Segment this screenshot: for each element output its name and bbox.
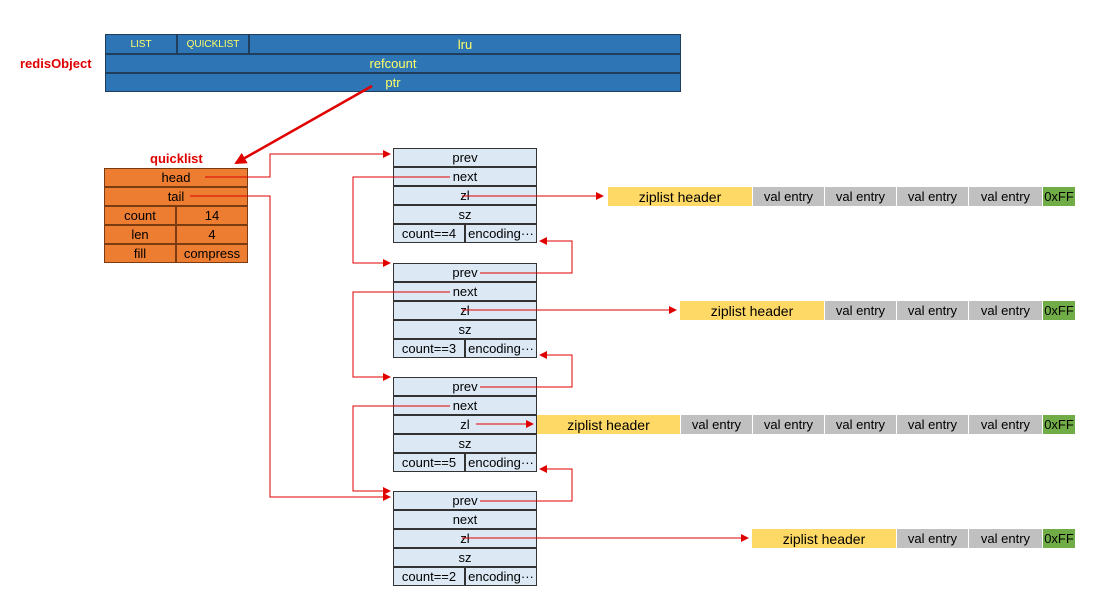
node-prev: prev	[393, 377, 537, 396]
quicklist-count-value: 14	[176, 206, 248, 225]
redis-object-label: redisObject	[20, 56, 92, 71]
quicklist-compress-value: compress	[176, 244, 248, 263]
node-count: count==4	[393, 224, 465, 243]
redis-object-refcount: refcount	[105, 54, 681, 73]
ziplist-end: 0xFF	[1042, 187, 1075, 206]
ziplist-header: ziplist header	[680, 301, 824, 320]
quicklist-head: head	[104, 168, 248, 187]
redis-object-lru: lru	[249, 34, 681, 54]
ziplist-end: 0xFF	[1042, 415, 1075, 434]
redis-object-encoding: QUICKLIST	[177, 34, 249, 54]
ziplist-entry: val entry	[968, 529, 1042, 548]
node-next: next	[393, 167, 537, 186]
node-zl: zl	[393, 186, 537, 205]
ziplist-entry: val entry	[752, 415, 824, 434]
ziplist-header: ziplist header	[537, 415, 680, 434]
node-encoding: encoding···	[465, 339, 537, 358]
quicklist-count-key: count	[104, 206, 176, 225]
ziplist-end: 0xFF	[1042, 301, 1075, 320]
quicklist-tail: tail	[104, 187, 248, 206]
redis-object-ptr: ptr	[105, 73, 681, 92]
ziplist-entry: val entry	[896, 415, 968, 434]
node-sz: sz	[393, 205, 537, 224]
ziplist-entry: val entry	[896, 529, 968, 548]
quicklist-fill-key: fill	[104, 244, 176, 263]
node-sz: sz	[393, 320, 537, 339]
node-count: count==3	[393, 339, 465, 358]
ziplist-entry: val entry	[680, 415, 752, 434]
ziplist-entry: val entry	[824, 187, 896, 206]
ziplist-entry: val entry	[752, 187, 824, 206]
ziplist-header: ziplist header	[608, 187, 752, 206]
node-prev: prev	[393, 148, 537, 167]
node-encoding: encoding···	[465, 567, 537, 586]
node-sz: sz	[393, 434, 537, 453]
ptr-arrow	[234, 84, 373, 165]
quicklist-len-value: 4	[176, 225, 248, 244]
node-next: next	[393, 510, 537, 529]
node-count: count==5	[393, 453, 465, 472]
ziplist-entry: val entry	[968, 415, 1042, 434]
node-next: next	[393, 396, 537, 415]
ziplist-entry: val entry	[824, 301, 896, 320]
node-prev: prev	[393, 491, 537, 510]
ziplist-entry: val entry	[968, 187, 1042, 206]
quicklist-len-key: len	[104, 225, 176, 244]
node-prev: prev	[393, 263, 537, 282]
node-encoding: encoding···	[465, 453, 537, 472]
quicklist-label: quicklist	[150, 151, 203, 166]
node-zl: zl	[393, 301, 537, 320]
node-zl: zl	[393, 529, 537, 548]
node-next: next	[393, 282, 537, 301]
node-encoding: encoding···	[465, 224, 537, 243]
node-zl: zl	[393, 415, 537, 434]
node-count: count==2	[393, 567, 465, 586]
ziplist-end: 0xFF	[1042, 529, 1075, 548]
ziplist-entry: val entry	[896, 301, 968, 320]
ziplist-header: ziplist header	[752, 529, 896, 548]
redis-object-type: LIST	[105, 34, 177, 54]
ziplist-entry: val entry	[896, 187, 968, 206]
node-sz: sz	[393, 548, 537, 567]
ziplist-entry: val entry	[968, 301, 1042, 320]
ziplist-entry: val entry	[824, 415, 896, 434]
